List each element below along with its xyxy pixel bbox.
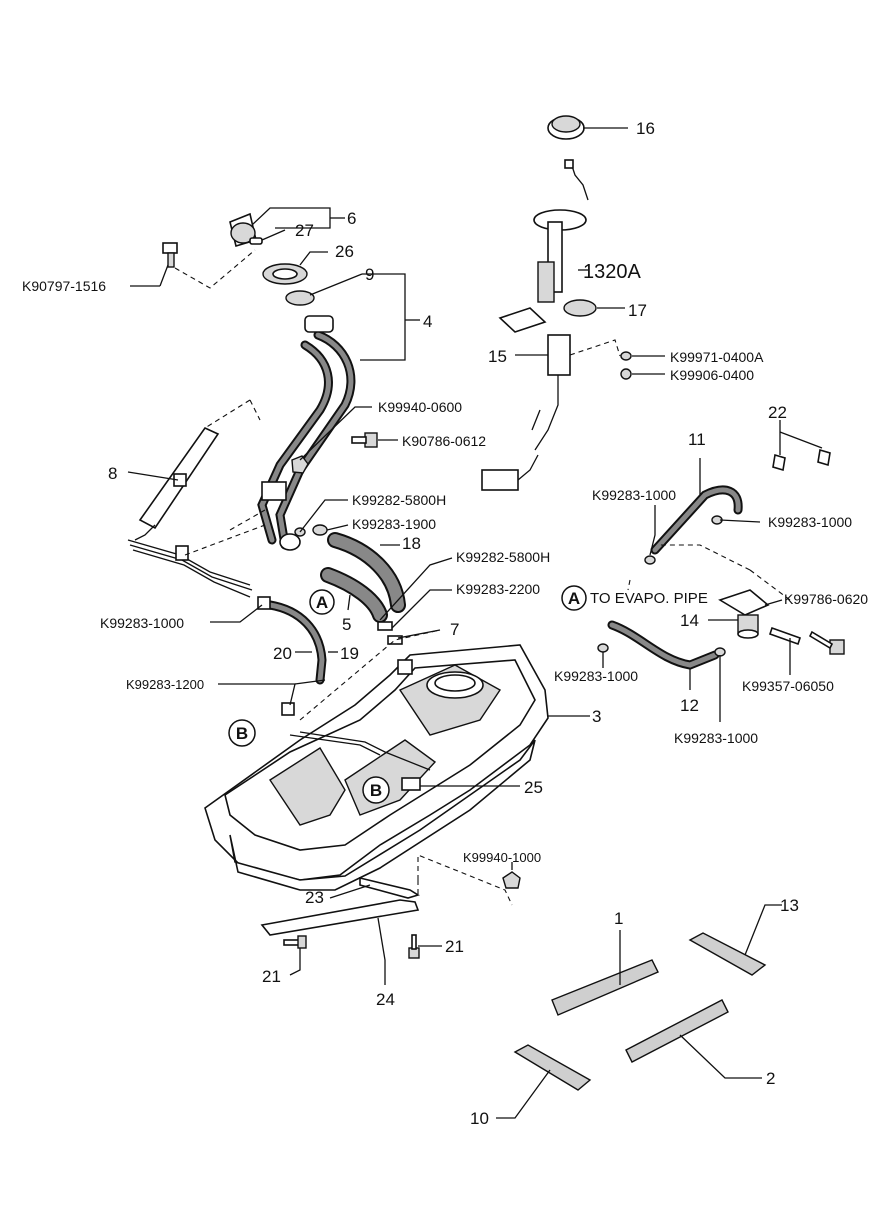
code-k99940-0600: K99940-0600 — [378, 399, 462, 415]
bolt-k99786 — [808, 630, 845, 655]
vapor-hose-12-inner — [609, 622, 718, 668]
code-k99283-1000-r1: K99283-1000 — [592, 487, 676, 503]
clamp-k99283-1900 — [312, 524, 328, 536]
label-5: 5 — [342, 615, 351, 634]
bolt-21-left — [283, 935, 307, 949]
callout-a-right-text: A — [568, 589, 580, 608]
code-k99283-1000-left: K99283-1000 — [100, 615, 184, 631]
label-2: 2 — [766, 1069, 775, 1088]
label-3: 3 — [592, 707, 601, 726]
leader-lines — [127, 127, 823, 1119]
label-1320a: 1320A — [583, 261, 641, 283]
code-labels: K90797-1516 K99940-0600 K90786-0612 K992… — [22, 278, 868, 865]
strap-23 — [359, 876, 420, 899]
breather-hose-5-inner — [322, 569, 386, 621]
label-13: 13 — [780, 896, 799, 915]
to-evapo-pipe-note: TO EVAPO. PIPE — [590, 590, 708, 607]
filler-cap — [229, 212, 263, 248]
callout-b-tank-text: B — [370, 781, 382, 800]
callout-a-left — [309, 589, 335, 615]
code-k99906: K99906-0400 — [670, 367, 754, 383]
part-labels: 16 1320A 17 15 6 27 26 9 4 8 18 5 7 20 1… — [108, 119, 799, 1128]
callout-b-tank — [362, 776, 390, 804]
code-k99283-1000-r3: K99283-1000 — [554, 668, 638, 684]
label-10: 10 — [470, 1109, 489, 1128]
clip-22b — [817, 448, 831, 467]
label-21-left: 21 — [262, 967, 281, 986]
callout-b-left-text: B — [236, 724, 248, 743]
code-k99357: K99357-06050 — [742, 678, 834, 694]
label-15: 15 — [488, 347, 507, 366]
clip-7 — [387, 635, 403, 645]
code-k99283-1200: K99283-1200 — [126, 677, 204, 692]
filler-ring — [285, 290, 315, 306]
label-17: 17 — [628, 301, 647, 320]
code-k99940-1000: K99940-1000 — [463, 850, 541, 865]
code-k99786: K99786-0620 — [784, 591, 868, 607]
label-9: 9 — [365, 265, 374, 284]
label-20: 20 — [273, 644, 292, 663]
label-22: 22 — [768, 403, 787, 422]
vapor-canister-line — [127, 426, 253, 598]
hose-19-20-inner — [267, 602, 325, 683]
label-11: 11 — [688, 430, 706, 449]
nut-k99940-0600 — [291, 455, 309, 474]
code-k90786: K90786-0612 — [402, 433, 486, 449]
bolt-21-right — [408, 934, 420, 959]
nut-k99940-1000 — [502, 871, 521, 889]
pad-2 — [625, 999, 729, 1063]
clip-left-2 — [281, 702, 295, 716]
fuel-pump-assembly — [481, 115, 632, 491]
dashed-relationships — [174, 249, 791, 906]
filler-neck-pipe — [257, 315, 356, 551]
label-8: 8 — [108, 464, 117, 483]
pad-1 — [551, 959, 659, 1016]
label-7: 7 — [450, 620, 459, 639]
label-18: 18 — [402, 534, 421, 553]
breather-hose-18-inner — [329, 534, 404, 611]
code-k99283-2200: K99283-2200 — [456, 581, 540, 597]
rollover-valve-14 — [718, 589, 770, 639]
clip-2200 — [377, 621, 393, 631]
label-1: 1 — [614, 909, 623, 928]
pad-13 — [688, 932, 767, 976]
label-14: 14 — [680, 611, 699, 630]
code-k99282-a: K99282-5800H — [352, 492, 446, 508]
callout-a-left-text: A — [316, 593, 328, 612]
fuel-tank — [204, 644, 549, 891]
bolt-k90797 — [162, 242, 178, 268]
label-25: 25 — [524, 778, 543, 797]
strap-24 — [260, 899, 420, 936]
label-27: 27 — [295, 221, 314, 240]
code-k90797: K90797-1516 — [22, 278, 106, 294]
callout-a-right — [561, 585, 587, 611]
clamp-r1 — [644, 555, 656, 565]
clamp-r3 — [597, 643, 609, 653]
label-23: 23 — [305, 888, 324, 907]
code-k99283-1000-r4: K99283-1000 — [674, 730, 758, 746]
label-26: 26 — [335, 242, 354, 261]
clip-22a — [772, 453, 786, 472]
code-k99282-b: K99282-5800H — [456, 549, 550, 565]
label-6: 6 — [347, 209, 356, 228]
clamp-r4 — [714, 647, 726, 657]
vapor-hose-11-inner — [652, 487, 741, 553]
label-19: 19 — [340, 644, 359, 663]
filler-gasket-inner — [272, 268, 298, 280]
code-k99283-1000-r2: K99283-1000 — [768, 514, 852, 530]
pad-10 — [513, 1044, 592, 1091]
label-24: 24 — [376, 990, 395, 1009]
callout-b-left — [228, 719, 256, 747]
label-4: 4 — [423, 312, 432, 331]
label-12: 12 — [680, 696, 699, 715]
pin-k99357 — [768, 626, 802, 646]
code-k99971: K99971-0400A — [670, 349, 764, 365]
bolt-k90786 — [351, 432, 378, 448]
label-21-right: 21 — [445, 937, 464, 956]
label-16: 16 — [636, 119, 655, 138]
code-k99283-1900: K99283-1900 — [352, 516, 436, 532]
